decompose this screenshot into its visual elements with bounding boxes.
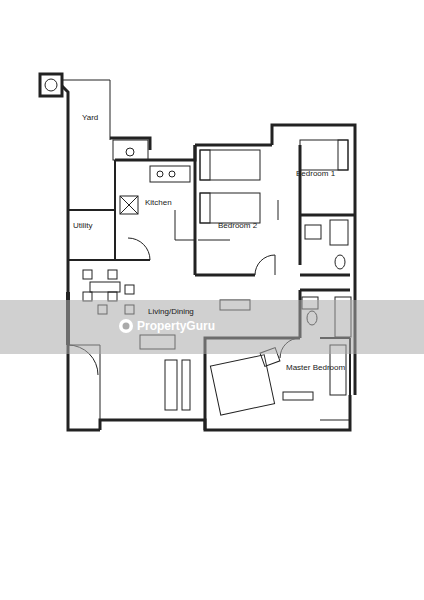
- room-label: Bedroom 1: [296, 170, 335, 178]
- watermark: PropertyGuru: [137, 320, 215, 332]
- room-label: Master Bedroom: [286, 364, 345, 372]
- room-label: Living/Dining: [148, 308, 194, 316]
- room-label: Utility: [73, 222, 93, 230]
- room-label: Bedroom 2: [218, 222, 257, 230]
- room-label: Kitchen: [145, 199, 172, 207]
- room-label: Yard: [82, 114, 98, 122]
